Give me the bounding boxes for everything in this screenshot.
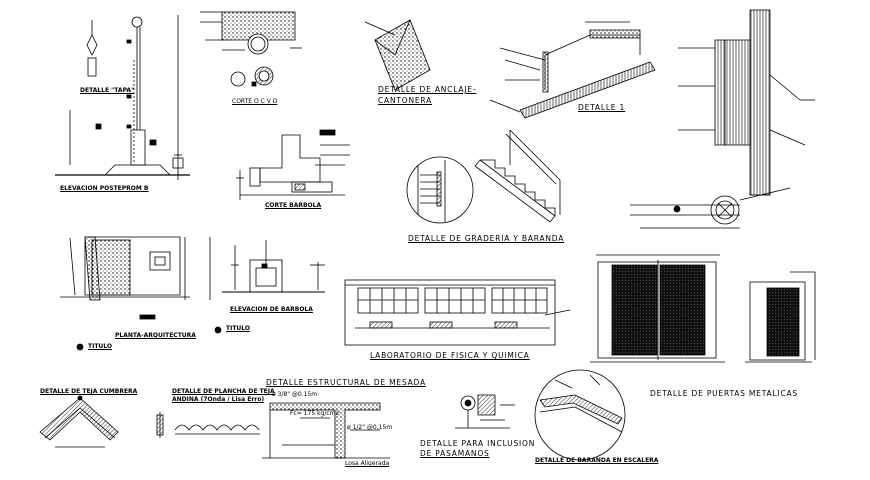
label-laboratorio: LABORATORIO DE FISICA Y QUIMICA bbox=[370, 351, 530, 360]
label-detalle-baranda: DETALLE DE BARANDA EN ESCALERA bbox=[535, 457, 659, 464]
baranda-escalera-drawing bbox=[534, 369, 626, 461]
elevacion-barbola-drawing bbox=[214, 240, 325, 334]
label-titulo-2: TITULO bbox=[226, 325, 250, 332]
pipe-detail-drawing bbox=[630, 187, 791, 229]
poste-elevation-drawing bbox=[55, 15, 190, 180]
label-detalle-graderia: DETALLE DE GRADERIA Y BARANDA bbox=[408, 234, 565, 243]
label-corte-ocvd: CORTE O C V D bbox=[232, 98, 278, 105]
teja-cumbrera-drawing bbox=[39, 395, 119, 448]
laboratorio-elevation-drawing bbox=[344, 279, 571, 346]
label-planta-arquitectura: PLANTA-ARQUITECTURA bbox=[115, 332, 196, 339]
anclaje-cantonera-drawing bbox=[364, 19, 431, 91]
tapa-detail-drawing bbox=[200, 11, 302, 87]
detalle-1-drawing bbox=[489, 21, 656, 119]
planta-arquitectura-drawing bbox=[60, 236, 211, 351]
mesada-detail-drawing bbox=[262, 402, 390, 459]
label-elevacion-posteprom: ELEVACION POSTEPROM B bbox=[60, 185, 149, 192]
label-titulo-1: TITULO bbox=[88, 343, 112, 350]
plancha-teja-drawing bbox=[156, 412, 260, 438]
label-corte-barbola: CORTE BARBOLA bbox=[265, 202, 322, 209]
puertas-metalicas-drawing bbox=[590, 254, 816, 363]
label-detalle-anclaje-line2: CANTONERA bbox=[378, 96, 433, 105]
label-detalle-inclusion-line2: DE PASAMANOS bbox=[420, 449, 490, 458]
label-detalle-inclusion-line1: DETALLE PARA INCLUSION bbox=[420, 439, 536, 448]
label-elevacion-barbola: ELEVACION DE BARBOLA bbox=[230, 306, 313, 313]
label-detalle-planchas-line1: DETALLE DE PLANCHA DE TEJA bbox=[172, 388, 275, 395]
label-detalle-mesada: DETALLE ESTRUCTURAL DE MESADA bbox=[266, 378, 426, 387]
label-detalle-puertas: DETALLE DE PUERTAS METALICAS bbox=[650, 389, 798, 398]
corte-barbola-drawing bbox=[236, 129, 350, 200]
column-detail-drawing bbox=[678, 9, 815, 196]
label-mesada-var1: ø 3/8" @0.15m bbox=[272, 391, 318, 398]
label-detalle-1: DETALLE 1 bbox=[578, 103, 626, 112]
pasamanos-detail-drawing bbox=[455, 394, 515, 429]
label-mesada-note: Losa Aligerada bbox=[345, 460, 390, 467]
label-detalle-tapa: DETALLE "TAPA" bbox=[80, 87, 135, 94]
label-mesada-var3: ø 1/2" @0.15m bbox=[347, 424, 393, 431]
label-mesada-var2: Fc= 175 kg/cm2 bbox=[290, 410, 340, 417]
label-detalle-planchas-line2: ANDINA (7Onda / Lisa Erro) bbox=[172, 396, 265, 403]
label-detalle-cumbrera: DETALLE DE TEJA CUMBRERA bbox=[40, 388, 138, 395]
label-detalle-anclaje-line1: DETALLE DE ANCLAJE- bbox=[378, 85, 477, 94]
graderia-detail-drawing bbox=[406, 129, 561, 224]
lab-window-grid bbox=[357, 287, 548, 314]
